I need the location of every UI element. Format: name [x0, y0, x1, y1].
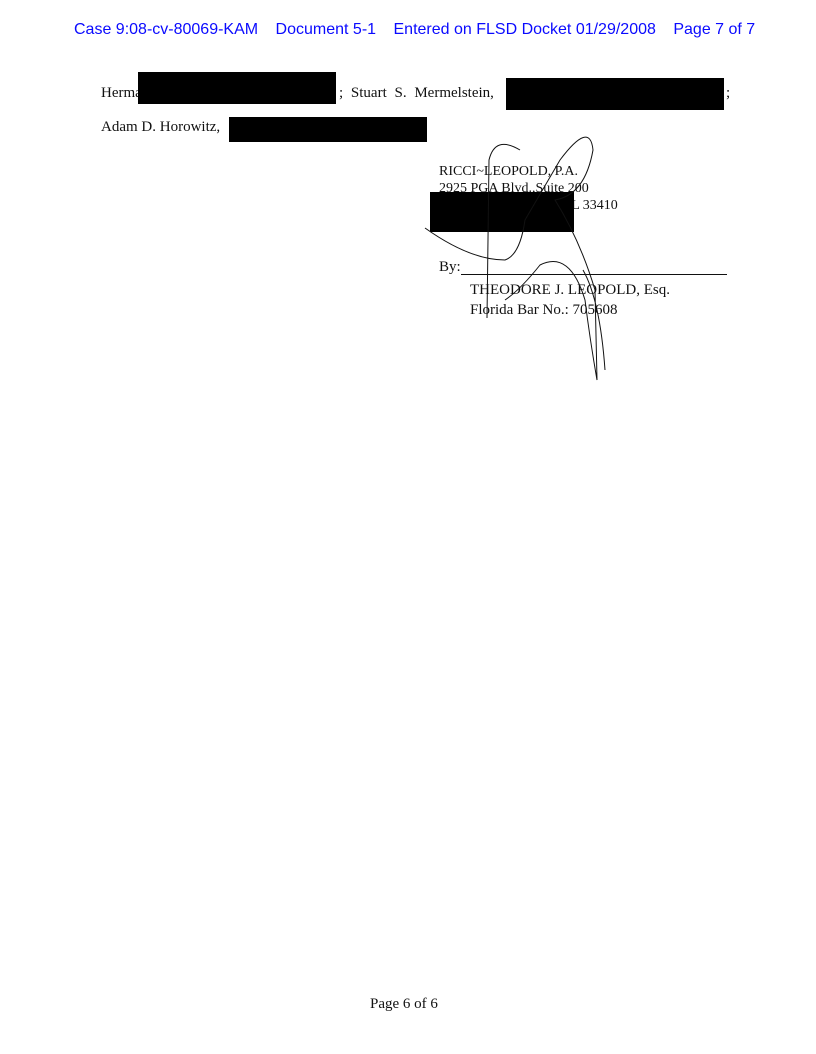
case-number: Case 9:08-cv-80069-KAM: [74, 21, 259, 38]
redaction-block: [138, 72, 336, 104]
service-name-herman: Herman: [101, 85, 150, 101]
page-footer: Page 6 of 6: [370, 996, 438, 1012]
redaction-block: [506, 78, 724, 110]
separator: ;: [726, 85, 731, 101]
redaction-block: [430, 192, 574, 232]
bar-number: Florida Bar No.: 705608: [470, 302, 618, 318]
header-page-number: Page 7 of 7: [673, 21, 756, 38]
signature-line: [461, 274, 727, 275]
by-label: By:: [439, 259, 461, 275]
ecf-header: Case 9:08-cv-80069-KAM Document 5-1 Ente…: [74, 21, 768, 39]
service-name-mermelstein: ; Stuart S. Mermelstein,: [339, 85, 494, 101]
attorney-info: THEODORE J. LEOPOLD, Esq. Florida Bar No…: [470, 280, 670, 320]
redaction-block: [229, 117, 427, 142]
service-name-horowitz: Adam D. Horowitz,: [101, 119, 221, 135]
document-number: Document 5-1: [275, 21, 377, 38]
firm-name: RICCI~LEOPOLD, P.A.: [439, 164, 579, 179]
entered-date: Entered on FLSD Docket 01/29/2008: [393, 21, 656, 38]
attorney-name: THEODORE J. LEOPOLD, Esq.: [470, 282, 670, 298]
